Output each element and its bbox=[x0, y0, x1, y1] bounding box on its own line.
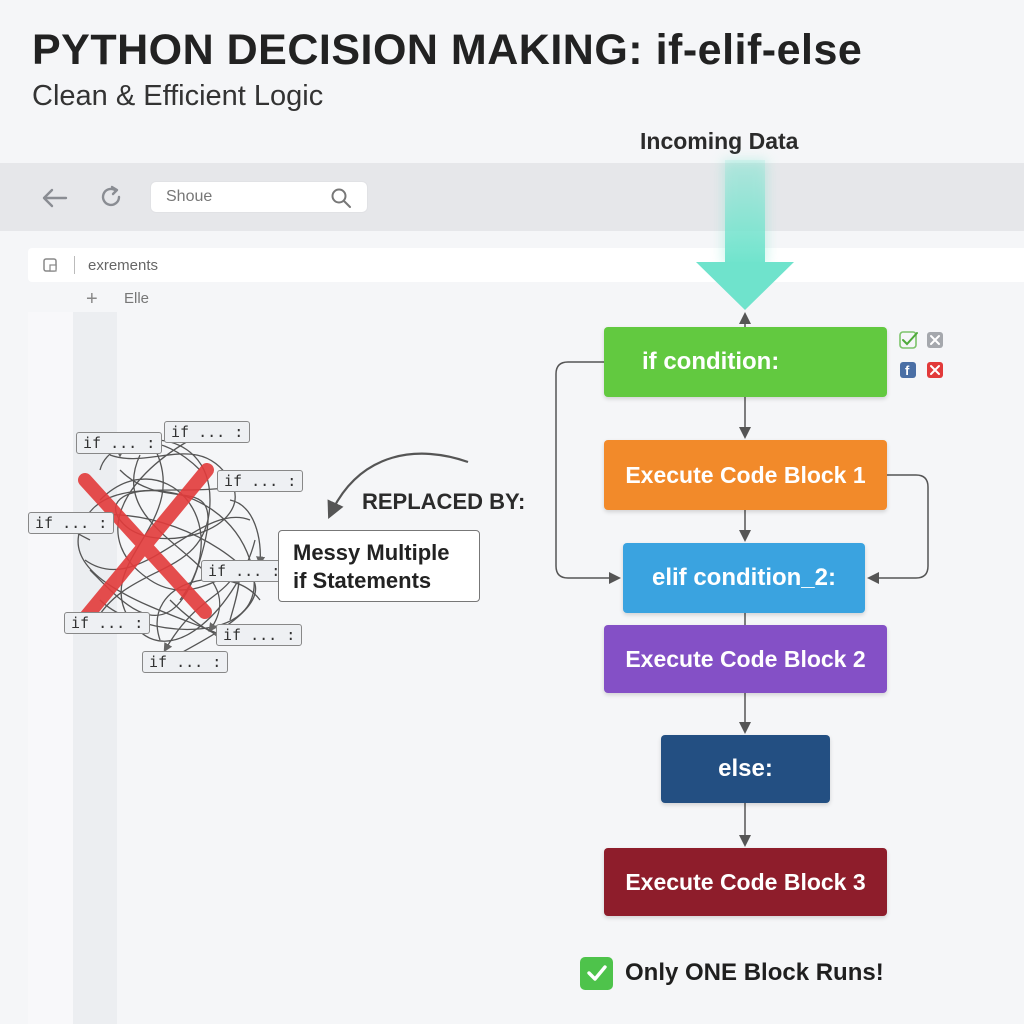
incoming-data-arrow bbox=[696, 160, 794, 310]
check-icon bbox=[899, 331, 918, 349]
svg-text:f: f bbox=[905, 363, 910, 378]
else-box: else: bbox=[661, 735, 830, 803]
facebook-icon: f bbox=[900, 362, 916, 378]
address-bar[interactable] bbox=[28, 248, 1024, 282]
editor-gutter bbox=[28, 312, 73, 1024]
if-condition-box: if condition: bbox=[604, 327, 887, 397]
replaced-by-label: REPLACED BY: bbox=[362, 489, 526, 514]
tab-label[interactable]: Elle bbox=[124, 290, 150, 307]
if-tag: if ... : bbox=[164, 421, 251, 443]
code-block-1-box: Execute Code Block 1 bbox=[604, 440, 887, 510]
search-input-text: Shoue bbox=[166, 188, 213, 205]
reload-icon[interactable] bbox=[98, 184, 124, 210]
close-icon bbox=[927, 332, 943, 348]
editor-line-column bbox=[73, 312, 117, 1024]
code-block-3-box: Execute Code Block 3 bbox=[604, 848, 887, 916]
messy-box-line1: Messy Multiple bbox=[293, 540, 450, 565]
if-tag: if ... : bbox=[28, 512, 115, 534]
if-tag: if ... : bbox=[76, 432, 163, 454]
result-row: Only ONE Block Runs! bbox=[580, 955, 884, 991]
incoming-data-label: Incoming Data bbox=[640, 128, 799, 154]
messy-statements-box: Messy Multiple if Statements bbox=[278, 530, 480, 602]
close-icon bbox=[927, 362, 943, 378]
address-separator bbox=[74, 256, 75, 274]
status-icons: f bbox=[899, 331, 943, 378]
red-cross-icon bbox=[78, 463, 214, 625]
if-tag: if ... : bbox=[142, 651, 229, 673]
address-text: exrements bbox=[88, 257, 159, 274]
result-text: Only ONE Block Runs! bbox=[625, 959, 884, 986]
search-icon[interactable] bbox=[330, 187, 352, 209]
if-tag: if ... : bbox=[216, 624, 303, 646]
page-title: PYTHON DECISION MAKING: if-elif-else bbox=[32, 26, 863, 74]
if-tag: if ... : bbox=[201, 560, 288, 582]
page-subtitle: Clean & Efficient Logic bbox=[32, 80, 324, 112]
code-block-2-box: Execute Code Block 2 bbox=[604, 625, 887, 693]
if-tag: if ... : bbox=[217, 470, 304, 492]
if-tag: if ... : bbox=[64, 612, 151, 634]
check-icon bbox=[580, 956, 613, 990]
back-arrow-icon[interactable] bbox=[40, 186, 68, 210]
elif-condition-box: elif condition_2: bbox=[623, 543, 865, 613]
plus-icon[interactable]: + bbox=[86, 288, 98, 310]
messy-box-line2: if Statements bbox=[293, 568, 432, 593]
document-icon bbox=[43, 258, 57, 272]
